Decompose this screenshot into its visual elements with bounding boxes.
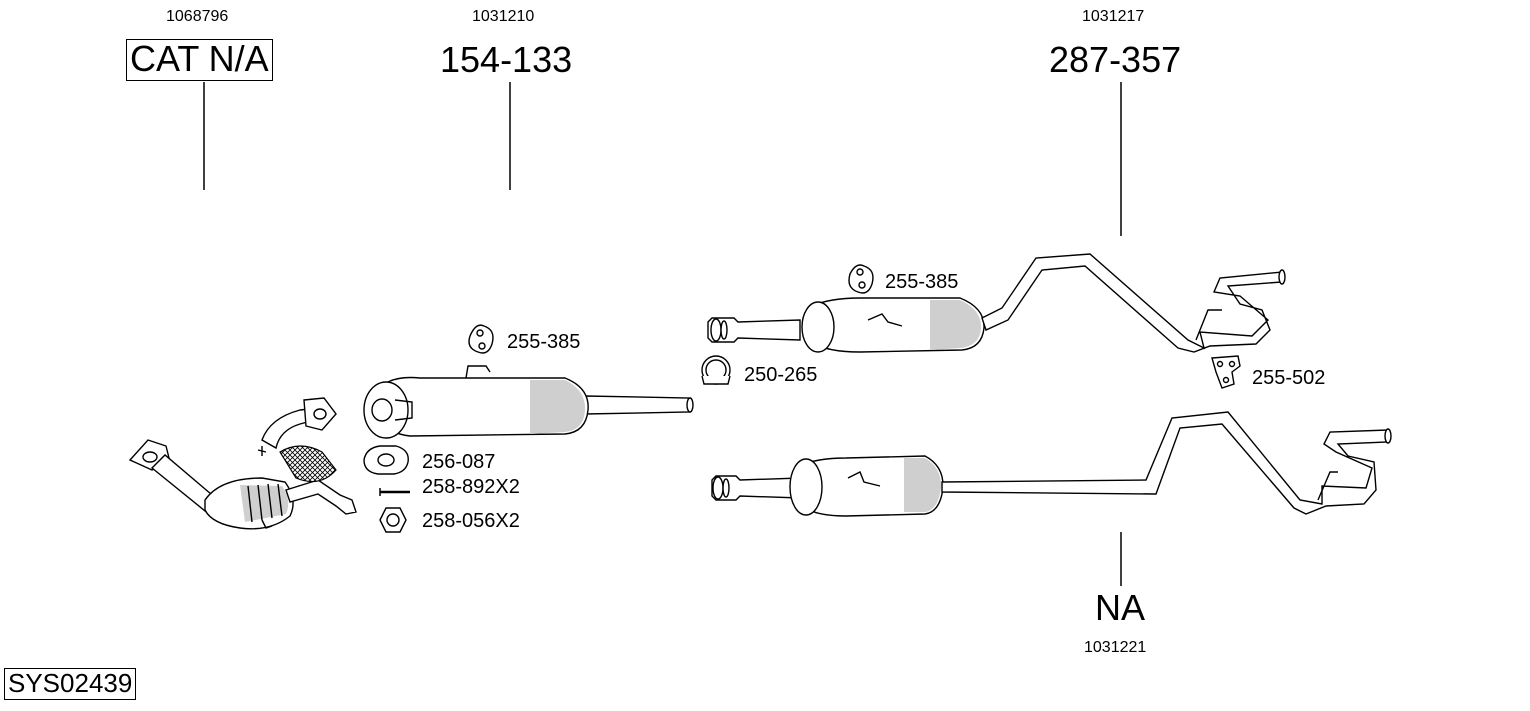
system-id: SYS02439	[4, 668, 137, 700]
part-number-rear: 287-357	[1049, 39, 1182, 80]
nut-label: 258-056X2	[422, 510, 520, 532]
nut-icon	[379, 507, 407, 533]
hanger-label-3: 255-502	[1252, 367, 1326, 389]
hanger-icon-1	[468, 324, 494, 354]
hanger-icon-2	[848, 264, 874, 294]
rear-muffler-top	[707, 253, 1286, 353]
hanger-label-1: 255-385	[507, 331, 581, 353]
part-code-top-2: 1031210	[472, 8, 535, 25]
part-code-top-3: 1031217	[1082, 8, 1145, 25]
part-number-front: 154-133	[440, 39, 573, 80]
catalyst-front-pipe	[128, 397, 357, 530]
bolt-icon	[379, 488, 410, 496]
part-code-bottom: 1031221	[1084, 639, 1147, 656]
clamp-label: 250-265	[744, 364, 818, 386]
part-number-cat: CAT N/A	[126, 39, 273, 81]
hanger-icon-3	[1211, 355, 1241, 389]
part-code-top-1: 1068796	[166, 8, 229, 25]
part-number-rear-alt: NA	[1095, 587, 1146, 628]
hanger-label-2: 255-385	[885, 271, 959, 293]
bolt-label: 258-892X2	[422, 476, 520, 498]
clamp-icon	[701, 355, 731, 385]
rear-muffler-bottom	[711, 411, 1392, 517]
gasket-label: 256-087	[422, 451, 496, 473]
gasket-icon	[363, 445, 409, 475]
front-muffler	[363, 365, 694, 439]
